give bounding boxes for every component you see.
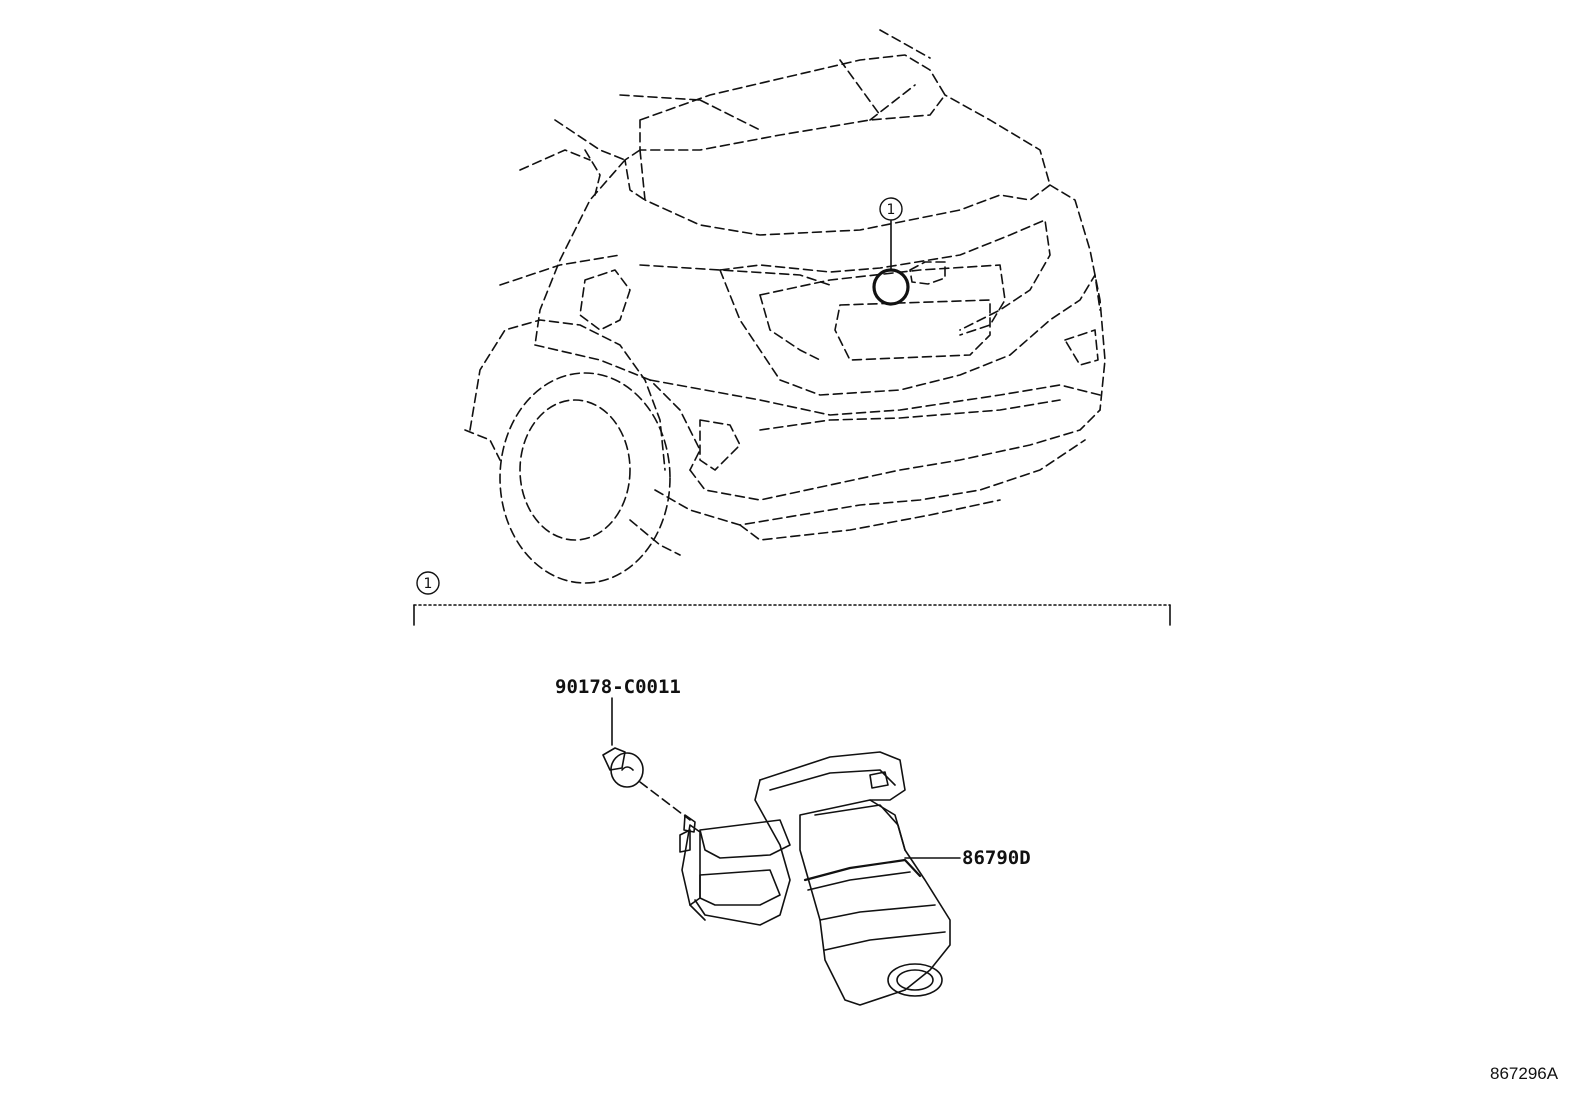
callout-vehicle-number: 1 xyxy=(887,202,896,218)
screw-illustration xyxy=(602,697,691,821)
group-bracket: 1 xyxy=(413,571,1171,626)
callout-group-number: 1 xyxy=(424,576,433,592)
callout-vehicle: 1 xyxy=(879,197,903,221)
part-number-camera: 86790D xyxy=(962,847,1031,869)
diagram-reference-code: 867296A xyxy=(1490,1064,1559,1083)
vehicle-rear-illustration xyxy=(464,29,1106,584)
part-number-screw: 90178-C0011 xyxy=(555,676,681,698)
camera-location-marker xyxy=(872,268,910,306)
back-camera-illustration xyxy=(679,751,961,1006)
